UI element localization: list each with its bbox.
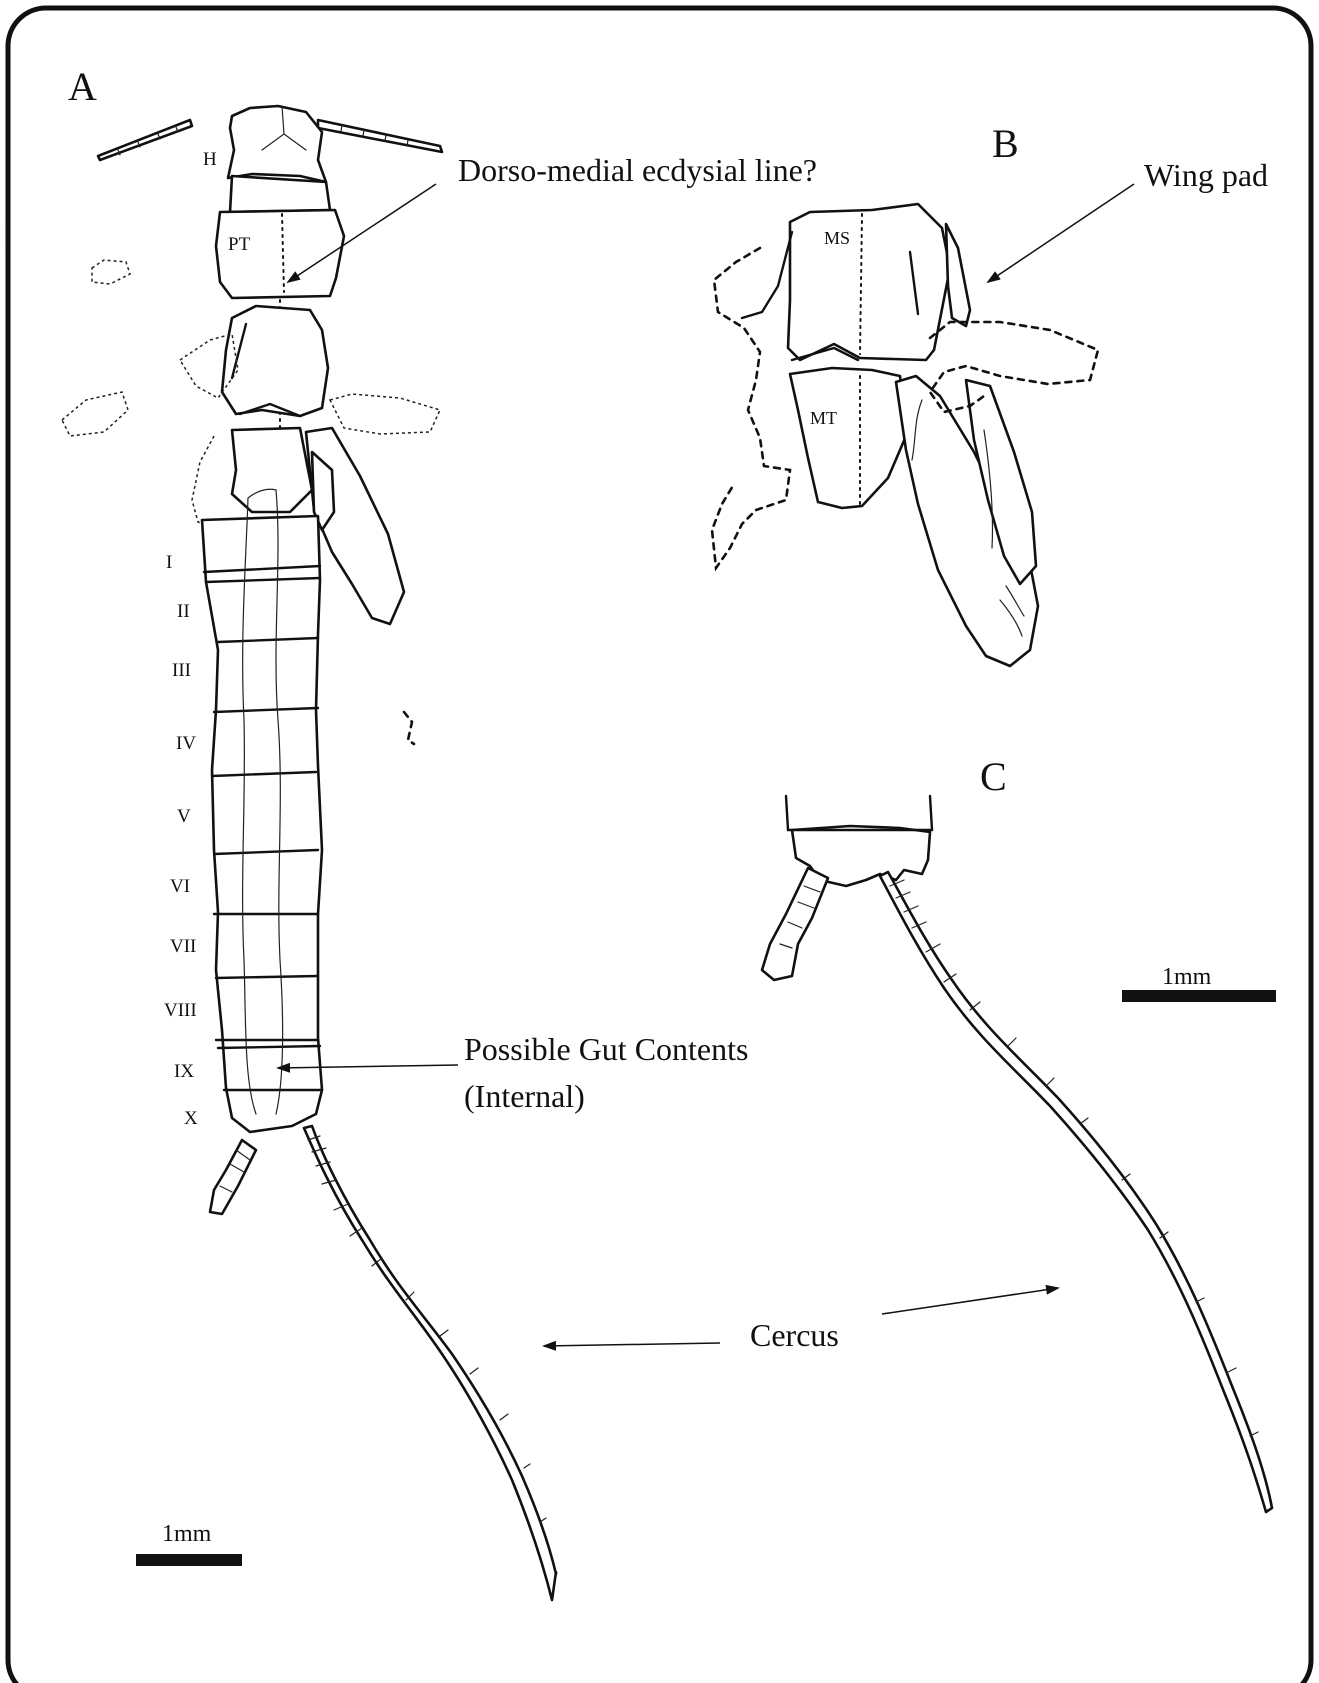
segment-label: III	[172, 660, 191, 681]
scale-bar-a-label: 1mm	[162, 1521, 212, 1547]
head-label: H	[203, 149, 217, 170]
panel-a-letter: A	[68, 64, 97, 109]
figure-frame	[8, 8, 1311, 1683]
segment-label: V	[177, 806, 191, 827]
segment-label: IX	[174, 1061, 194, 1082]
metathorax-a	[232, 428, 312, 512]
segment-label: VI	[170, 876, 190, 897]
prothorax-label: PT	[228, 234, 251, 255]
annotation-wing-pad-text: Wing pad	[1144, 157, 1268, 193]
annotation-ecdysial-text: Dorso-medial ecdysial line?	[458, 152, 817, 188]
mesothorax-label: MS	[824, 228, 850, 248]
prothorax: PT	[216, 210, 344, 298]
annotation-gut-contents-line1: Possible Gut Contents	[464, 1031, 748, 1067]
scale-bar-c-label: 1mm	[1162, 964, 1212, 990]
neck	[230, 176, 330, 212]
segment-label: VIII	[164, 1000, 197, 1021]
metathorax-label: MT	[810, 408, 837, 428]
segment-label: I	[166, 552, 172, 573]
segment-label: II	[177, 601, 190, 622]
panel-b-letter: B	[992, 121, 1019, 166]
segment-label: VII	[170, 936, 196, 957]
segment-label: X	[184, 1108, 198, 1129]
segment-label: IV	[176, 733, 196, 754]
panel-c-letter: C	[980, 754, 1007, 799]
annotation-gut-contents-line2: (Internal)	[464, 1078, 585, 1114]
annotation-cercus-text: Cercus	[750, 1317, 839, 1353]
